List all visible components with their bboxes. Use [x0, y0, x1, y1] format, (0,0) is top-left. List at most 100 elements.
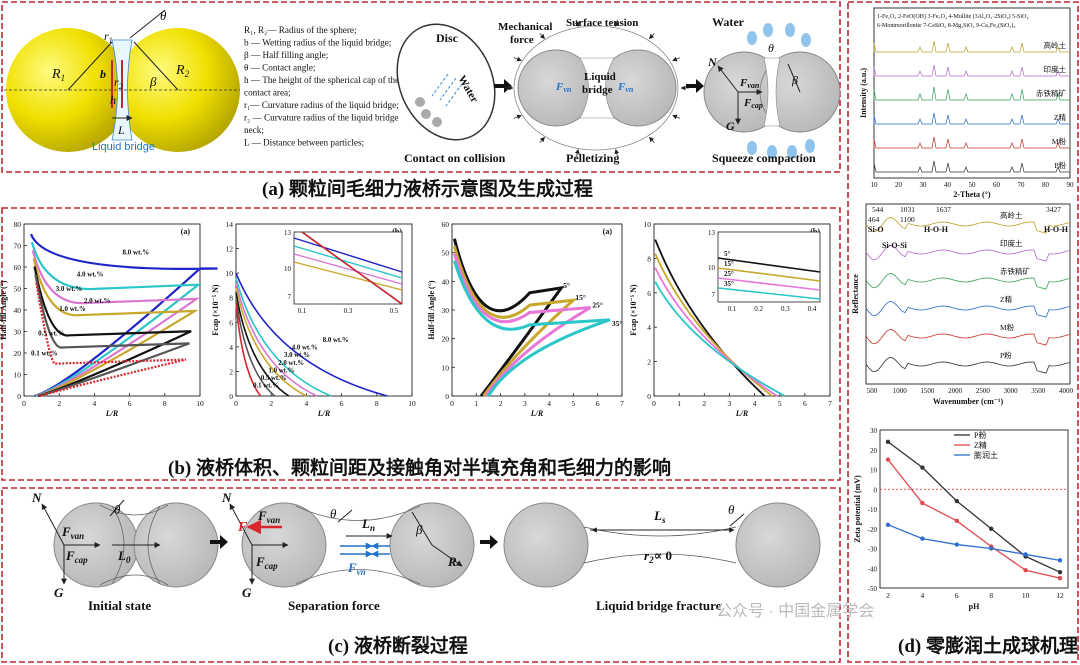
y-label: Half-fill Angle (°)	[427, 280, 436, 340]
ftir-sample-label: 高岭土	[1000, 210, 1023, 220]
ftir-trace	[865, 273, 1071, 290]
zeta-point	[1057, 570, 1063, 575]
series-curve	[32, 258, 199, 398]
series-curve	[654, 281, 786, 397]
y-label: Half-fill Angle (°)	[0, 280, 8, 340]
tension-arrow	[513, 114, 522, 120]
xrd-xtick: 80	[1042, 181, 1050, 189]
ytick: 40	[14, 306, 22, 315]
xrd-legend: 1-Fe₂O₃ 2-FeO(OH) 3-Fe₃O₄ 4-Mullite (3Al…	[877, 13, 1029, 20]
label-bridge: bridge	[582, 84, 613, 96]
series-label: 2.0 wt.%	[84, 297, 111, 305]
zeta-series-line	[887, 441, 1061, 573]
xtick: 0	[450, 399, 454, 408]
zeta-ytick: 20	[870, 447, 878, 455]
xtick: 2	[269, 399, 273, 408]
label-fvan: Fvan	[739, 77, 760, 90]
legend-line-1: b — Wetting radius of the liquid bridge;	[244, 38, 391, 48]
xrd-legend-2: 6-Montmorillonite 7-CaSiO₃ 8-Mg₂SiO₄ 9-C…	[877, 22, 1015, 29]
zeta-point	[885, 439, 891, 445]
zeta-legend-label: 膨润土	[974, 450, 998, 460]
series-curve	[235, 297, 276, 397]
zeta-point	[954, 518, 959, 524]
x-label: L/R	[530, 409, 544, 418]
c2-label-fvn: Fvn	[347, 560, 366, 577]
ytick: 50	[442, 249, 450, 258]
xrd-xtick: 40	[944, 181, 952, 189]
legend-line-7: r₂ — Curvature radius of the liquid brid…	[244, 113, 399, 123]
label-r2: r2	[114, 75, 123, 91]
zeta-point	[885, 457, 891, 462]
inset-xtick: 0.2	[754, 305, 763, 313]
ytick: 2	[229, 367, 233, 376]
c3-label-r2: r2∝ 0	[644, 548, 672, 565]
series-curve	[654, 267, 778, 397]
ftir-peak-label: 3427	[1046, 205, 1061, 214]
inset-xtick: 0.1	[298, 307, 307, 315]
c-label-N: N	[31, 490, 42, 505]
panel-a: R1 R2 b r1 r2 h β θ L Liquid bridge R₁, …	[1, 1, 841, 173]
ftir-xtick: 2000	[948, 387, 963, 395]
inset-xtick: 0.5	[390, 307, 399, 315]
label-fcap: Fcap	[743, 97, 763, 110]
ytick: 6	[229, 318, 233, 327]
xtick: 4	[93, 399, 97, 408]
ytick: 0	[647, 392, 651, 401]
tension-arrow	[649, 136, 655, 143]
series-label: 0.1 wt.%	[253, 383, 279, 390]
zeta-point	[920, 536, 925, 541]
series-label: 2.0 wt.%	[278, 360, 304, 367]
zeta-xtick: 10	[1022, 591, 1030, 600]
series-label: 5°	[724, 250, 731, 258]
zeta-point	[920, 500, 925, 506]
ftir-sample-label: 赤铁精矿	[1000, 266, 1030, 276]
xtick: 0	[234, 399, 238, 408]
ytick: 70	[14, 242, 22, 251]
ytick: 30	[14, 328, 22, 337]
xtick: 8	[163, 399, 167, 408]
zeta-series-line	[887, 459, 1061, 579]
series-label: 15°	[575, 293, 586, 302]
series-label: 35°	[724, 280, 734, 288]
zeta-legend-label: Z精	[974, 440, 987, 450]
label-theta: θ	[160, 8, 167, 23]
ytick: 80	[14, 220, 22, 229]
c2-label-beta: β	[415, 522, 423, 537]
legend-line-5: contact area;	[244, 88, 291, 98]
zeta-point	[1023, 568, 1028, 573]
ftir-peak-label: 1031	[900, 205, 915, 214]
legend-line-4: h — The height of the spherical cap of t…	[244, 75, 399, 85]
label-beta: β	[149, 74, 157, 89]
xrd-xtick: 50	[969, 181, 977, 189]
tension-arrow	[614, 148, 620, 157]
c2-label-theta: θ	[330, 506, 337, 521]
series-label: 0.5 wt.%	[38, 329, 65, 337]
inset-curve	[293, 245, 403, 279]
c-label-fracture: Liquid bridge fracture	[596, 598, 722, 613]
caption-d: (d) 零膨润土成球机理	[898, 634, 1078, 657]
c2-label-R: R	[447, 554, 457, 569]
zeta-ytick: -10	[868, 506, 878, 514]
xrd-ylabel: Intensity (a.u.)	[859, 68, 868, 118]
legend-line-2: β — Half filling angle;	[244, 50, 328, 60]
xrd-xtick: 60	[993, 181, 1001, 189]
inset-xtick: 0.3	[344, 307, 353, 315]
label-disc: Disc	[436, 31, 459, 45]
xrd-sample-label: 赤铁精矿	[1036, 88, 1066, 98]
step-squeeze: Water N Fvan Fcap G β θ Squeeze compacti…	[703, 15, 841, 165]
xtick: 6	[340, 399, 344, 408]
zeta-ytick: -50	[868, 585, 878, 593]
xtick: 6	[803, 399, 807, 408]
ytick: 4	[647, 323, 651, 332]
ftir-bond-label: Si-O	[868, 225, 884, 234]
zeta-ylabel: Zeta potential (mV)	[853, 475, 862, 543]
ytick: 8	[647, 254, 651, 263]
xtick: 4	[305, 399, 309, 408]
ftir-peak-label: 464	[868, 215, 880, 224]
ftir-peak-label: 1637	[936, 205, 951, 214]
c-label-separation: Separation force	[288, 598, 380, 613]
series-label: 35°	[612, 319, 623, 328]
series-curve	[235, 292, 290, 397]
